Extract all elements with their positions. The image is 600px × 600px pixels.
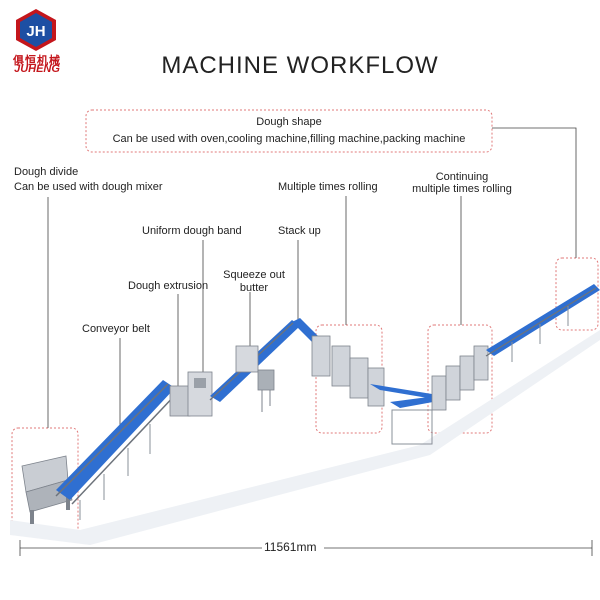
page-title: MACHINE WORKFLOW: [161, 52, 439, 79]
logo-letters: JH: [26, 23, 45, 40]
rolling-stations-1: [311, 335, 444, 445]
label-squeeze-line1: Squeeze out: [223, 269, 285, 281]
conveyor-belt-incline-1: [55, 380, 179, 520]
callout-end-shape: [555, 257, 599, 331]
label-dough-divide-title: Dough divide: [14, 166, 79, 178]
label-multiple-rolling: Multiple times rolling: [278, 181, 378, 193]
label-dough-shape-desc: Can be used with oven,cooling machine,fi…: [112, 133, 466, 145]
label-dough-extrusion: Dough extrusion: [128, 280, 209, 292]
callout-dough-shape: [85, 109, 493, 153]
label-continuing-line1: Continuing: [435, 171, 489, 183]
label-dough-divide-desc: Can be used with dough mixer: [14, 181, 163, 193]
label-uniform-dough-band: Uniform dough band: [142, 225, 242, 237]
dimension-label: 11561mm: [262, 540, 319, 554]
label-squeeze-line2: butter: [239, 282, 269, 294]
leader-lines: [47, 127, 577, 430]
brand-name-en: JUHENG: [14, 63, 60, 75]
dough-extrusion-machine: [169, 371, 213, 417]
butter-squeeze-machine: [235, 345, 275, 412]
label-dough-shape-title: Dough shape: [256, 116, 322, 128]
output-conveyor-line: [485, 284, 600, 362]
label-stack-up: Stack up: [278, 225, 321, 237]
dimension-line: [19, 540, 593, 556]
label-conveyor-belt: Conveyor belt: [82, 323, 150, 335]
label-continuing-line2: multiple times rolling: [412, 183, 512, 195]
floor-shadow: [10, 330, 600, 545]
rolling-stations-2: [431, 345, 489, 411]
brand-logo: JH: [16, 9, 56, 51]
brand-name-cn: 俱恒机械: [13, 55, 61, 67]
